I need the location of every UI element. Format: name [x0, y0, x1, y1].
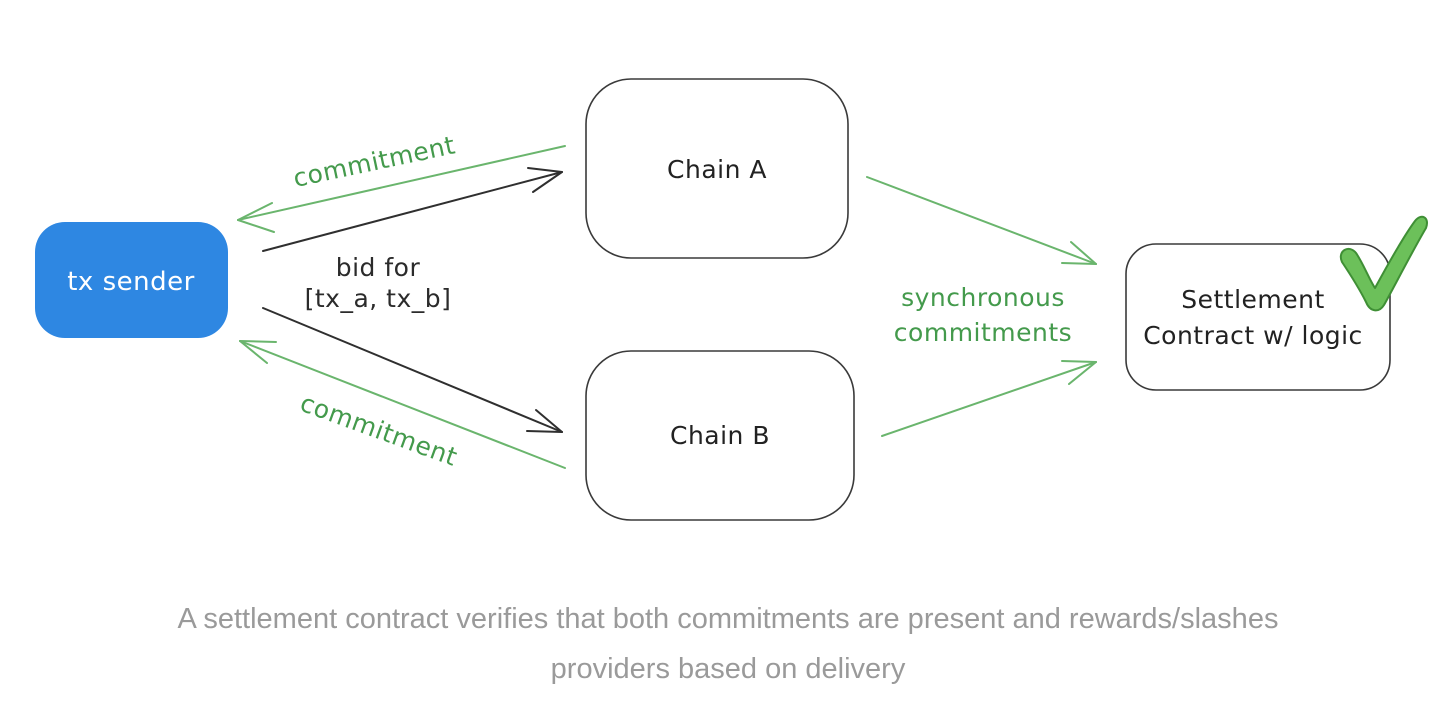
chain-b-node: Chain B — [585, 350, 855, 521]
caption-line2: providers based on delivery — [550, 653, 906, 685]
commitment-arrow-bottom — [239, 340, 566, 469]
commitment-label-top: commitment — [291, 130, 458, 193]
flow-diagram: commitment bid for [tx_a, tx_b] commitme… — [35, 78, 1428, 521]
chain-a-node: Chain A — [585, 78, 849, 259]
caption: A settlement contract verifies that both… — [0, 594, 1456, 694]
commitment-arrow-top — [237, 145, 566, 233]
bid-arrow-to-chain-b — [262, 307, 563, 433]
chain-a-label: Chain A — [667, 155, 767, 184]
settlement-label-line1: Settlement — [1181, 285, 1325, 314]
bid-label-line1: bid for — [336, 253, 421, 282]
settlement-box — [1125, 243, 1391, 391]
synchronous-arrow-from-chain-a — [866, 176, 1097, 265]
chain-b-box — [585, 350, 855, 521]
synchronous-arrow-from-chain-b — [881, 360, 1097, 437]
tx-sender-node: tx sender — [35, 222, 228, 338]
caption-line1: A settlement contract verifies that both… — [177, 603, 1279, 635]
chain-b-label: Chain B — [670, 421, 770, 450]
settlement-node: Settlement Contract w/ logic — [1125, 243, 1391, 391]
settlement-label-line2: Contract w/ logic — [1143, 321, 1363, 350]
chain-a-box — [585, 78, 849, 259]
bid-label-line2: [tx_a, tx_b] — [305, 284, 452, 313]
bid-arrow-to-chain-a — [262, 167, 563, 252]
synchronous-label-line1: synchronous — [901, 283, 1065, 312]
commitment-label-bottom: commitment — [296, 388, 461, 472]
check-icon — [1339, 215, 1428, 312]
tx-sender-box — [35, 222, 228, 338]
synchronous-label-line2: commitments — [894, 318, 1072, 347]
tx-sender-label: tx sender — [67, 267, 195, 297]
